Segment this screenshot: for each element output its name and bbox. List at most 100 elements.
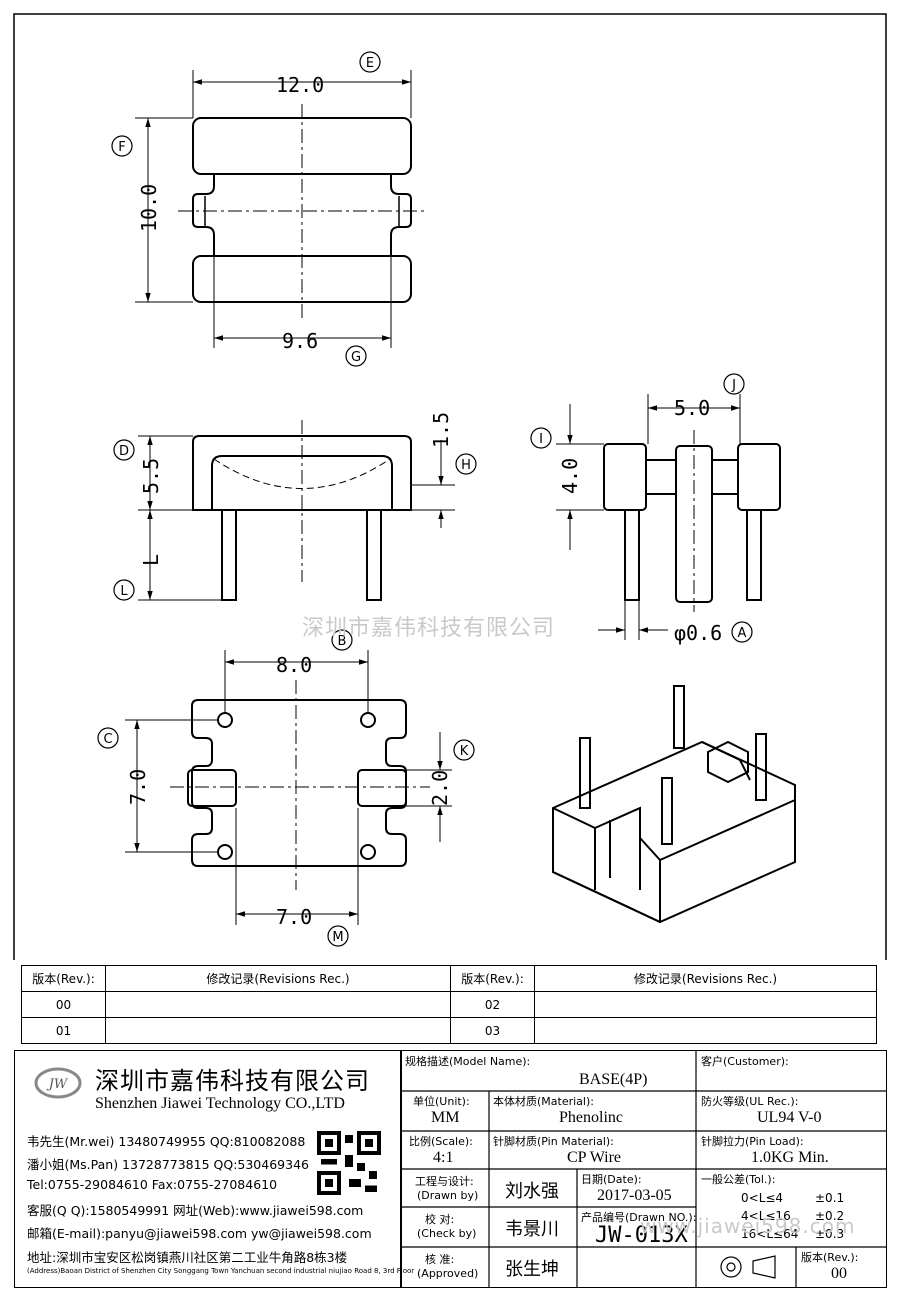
pin-material-label: 针脚材质(Pin Material): xyxy=(493,1135,614,1148)
callout-F: F xyxy=(111,135,133,157)
dim-D: 5.5 xyxy=(139,458,163,494)
dim-F: 10.0 xyxy=(137,184,161,232)
projection-symbol-icon xyxy=(720,1255,776,1279)
date-value: 2017-03-05 xyxy=(597,1187,672,1204)
svg-text:K: K xyxy=(460,744,469,759)
dim-G: 9.6 xyxy=(282,329,318,353)
dim-E: 12.0 xyxy=(276,73,324,97)
contact-line: 潘小姐(Ms.Pan) 13728773815 QQ:530469346 xyxy=(27,1157,309,1172)
svg-text:J: J xyxy=(731,378,736,393)
scale-label: 比例(Scale): xyxy=(409,1135,473,1148)
title-block: 规格描述(Model Name): BASE(4P) 客户(Customer):… xyxy=(400,1050,887,1288)
ul-label: 防火等级(UL Rec.): xyxy=(701,1095,799,1108)
approved-label: 核 准: xyxy=(425,1253,455,1266)
bottom-view xyxy=(125,650,452,925)
svg-text:JW: JW xyxy=(46,1077,69,1092)
callout-B: B xyxy=(331,629,353,651)
rev-cell: 03 xyxy=(450,1017,535,1044)
drawn-value: 刘水强 xyxy=(505,1181,559,1202)
svg-text:F: F xyxy=(118,140,125,155)
pin-load-value: 1.0KG Min. xyxy=(751,1149,829,1166)
rev-cell: 02 xyxy=(450,991,535,1018)
rev-cell: 00 xyxy=(21,991,106,1018)
scale-value: 4:1 xyxy=(433,1149,454,1166)
svg-text:M: M xyxy=(332,930,343,945)
rec-header-right: 修改记录(Revisions Rec.) xyxy=(534,965,877,992)
callout-M: M xyxy=(327,925,349,947)
watermark-corner: www.jiawei598.com xyxy=(640,1214,856,1238)
model-value: BASE(4P) xyxy=(579,1071,648,1088)
drawn-no-value: JW-013X xyxy=(595,1223,688,1248)
technical-drawing: 12.0 10.0 9.6 5.5 L 1.5 4.0 5.0 φ0.6 8.0… xyxy=(13,13,887,960)
unit-label: 单位(Unit): xyxy=(413,1095,470,1108)
rev-header-right: 版本(Rev.): xyxy=(450,965,535,992)
svg-text:G: G xyxy=(351,350,361,365)
isometric-view xyxy=(552,685,796,924)
tolerance-value: ±0.3 xyxy=(815,1227,845,1241)
tolerance-value: ±0.1 xyxy=(815,1191,845,1205)
rec-cell xyxy=(105,991,451,1018)
svg-text:D: D xyxy=(119,444,129,459)
rec-cell xyxy=(534,991,877,1018)
approved-value: 张生坤 xyxy=(505,1259,559,1280)
drawn-label-en: (Drawn by) xyxy=(417,1189,479,1202)
date-label: 日期(Date): xyxy=(581,1173,642,1186)
front-view xyxy=(138,420,455,601)
address-en: (Address)Baoan District of Shenzhen City… xyxy=(27,1267,415,1275)
dimension-labels: 12.0 10.0 9.6 5.5 L 1.5 4.0 5.0 φ0.6 8.0… xyxy=(126,73,722,929)
svg-text:I: I xyxy=(539,432,543,447)
qr-code xyxy=(317,1131,381,1195)
dim-B: 8.0 xyxy=(276,653,312,677)
contact-line: 客服(Q Q):1580549991 网址(Web):www.jiawei598… xyxy=(27,1203,364,1218)
pin-load-label: 针脚拉力(Pin Load): xyxy=(701,1135,804,1148)
callout-K: K xyxy=(453,739,475,761)
callout-I: I xyxy=(530,427,552,449)
company-name-cn: 深圳市嘉伟科技有限公司 xyxy=(95,1067,370,1095)
contact-line: 韦先生(Mr.wei) 13480749955 QQ:810082088 xyxy=(27,1134,306,1149)
customer-label: 客户(Customer): xyxy=(701,1055,789,1068)
callout-L: L xyxy=(113,579,135,601)
callout-J: J xyxy=(723,373,745,395)
dim-H: 1.5 xyxy=(429,412,453,448)
tolerance-range: 16<L≤64 xyxy=(741,1227,799,1241)
svg-text:H: H xyxy=(461,458,471,473)
material-label: 本体材质(Material): xyxy=(493,1095,594,1108)
watermark-center: 深圳市嘉伟科技有限公司 xyxy=(302,616,556,641)
dim-M: 7.0 xyxy=(276,905,312,929)
top-view xyxy=(135,70,428,348)
check-label: 校 对: xyxy=(425,1213,455,1226)
rec-cell xyxy=(105,1017,451,1044)
side-view xyxy=(556,394,781,640)
rev-header-left: 版本(Rev.): xyxy=(21,965,106,992)
callout-H: H xyxy=(455,453,477,475)
callout-A: A xyxy=(731,621,753,643)
material-value: Phenolinc xyxy=(559,1109,623,1126)
rec-cell xyxy=(534,1017,877,1044)
rev-label: 版本(Rev.): xyxy=(801,1251,859,1264)
dim-C: 7.0 xyxy=(126,769,150,805)
approved-label-en: (Approved) xyxy=(417,1267,479,1280)
rev-cell: 01 xyxy=(21,1017,106,1044)
contact-line: Tel:0755-29084610 Fax:0755-27084610 xyxy=(27,1177,278,1192)
check-label-en: (Check by) xyxy=(417,1227,477,1240)
dim-I: 4.0 xyxy=(558,458,582,494)
dim-J: 5.0 xyxy=(674,396,710,420)
rev-value: 00 xyxy=(831,1265,847,1282)
drawn-label: 工程与设计: xyxy=(415,1175,474,1188)
check-value: 韦景川 xyxy=(505,1219,559,1240)
callouts: E F G D H L I J A B C K M xyxy=(97,51,753,947)
callout-E: E xyxy=(359,51,381,73)
tolerance-label: 一般公差(Tol.): xyxy=(701,1173,776,1186)
callout-G: G xyxy=(345,345,367,367)
company-logo: JW xyxy=(34,1067,82,1099)
callout-C: C xyxy=(97,727,119,749)
drawn-no-label: 产品编号(Drawn NO.): xyxy=(581,1211,697,1224)
unit-value: MM xyxy=(431,1109,460,1126)
tolerance-range: 4<L≤16 xyxy=(741,1209,791,1223)
callout-D: D xyxy=(113,439,135,461)
pin-material-value: CP Wire xyxy=(567,1149,622,1166)
revision-table: 版本(Rev.): 修改记录(Revisions Rec.) 版本(Rev.):… xyxy=(21,965,877,1044)
dim-A: φ0.6 xyxy=(674,621,722,645)
ul-value: UL94 V-0 xyxy=(757,1109,822,1126)
svg-text:B: B xyxy=(338,634,347,649)
